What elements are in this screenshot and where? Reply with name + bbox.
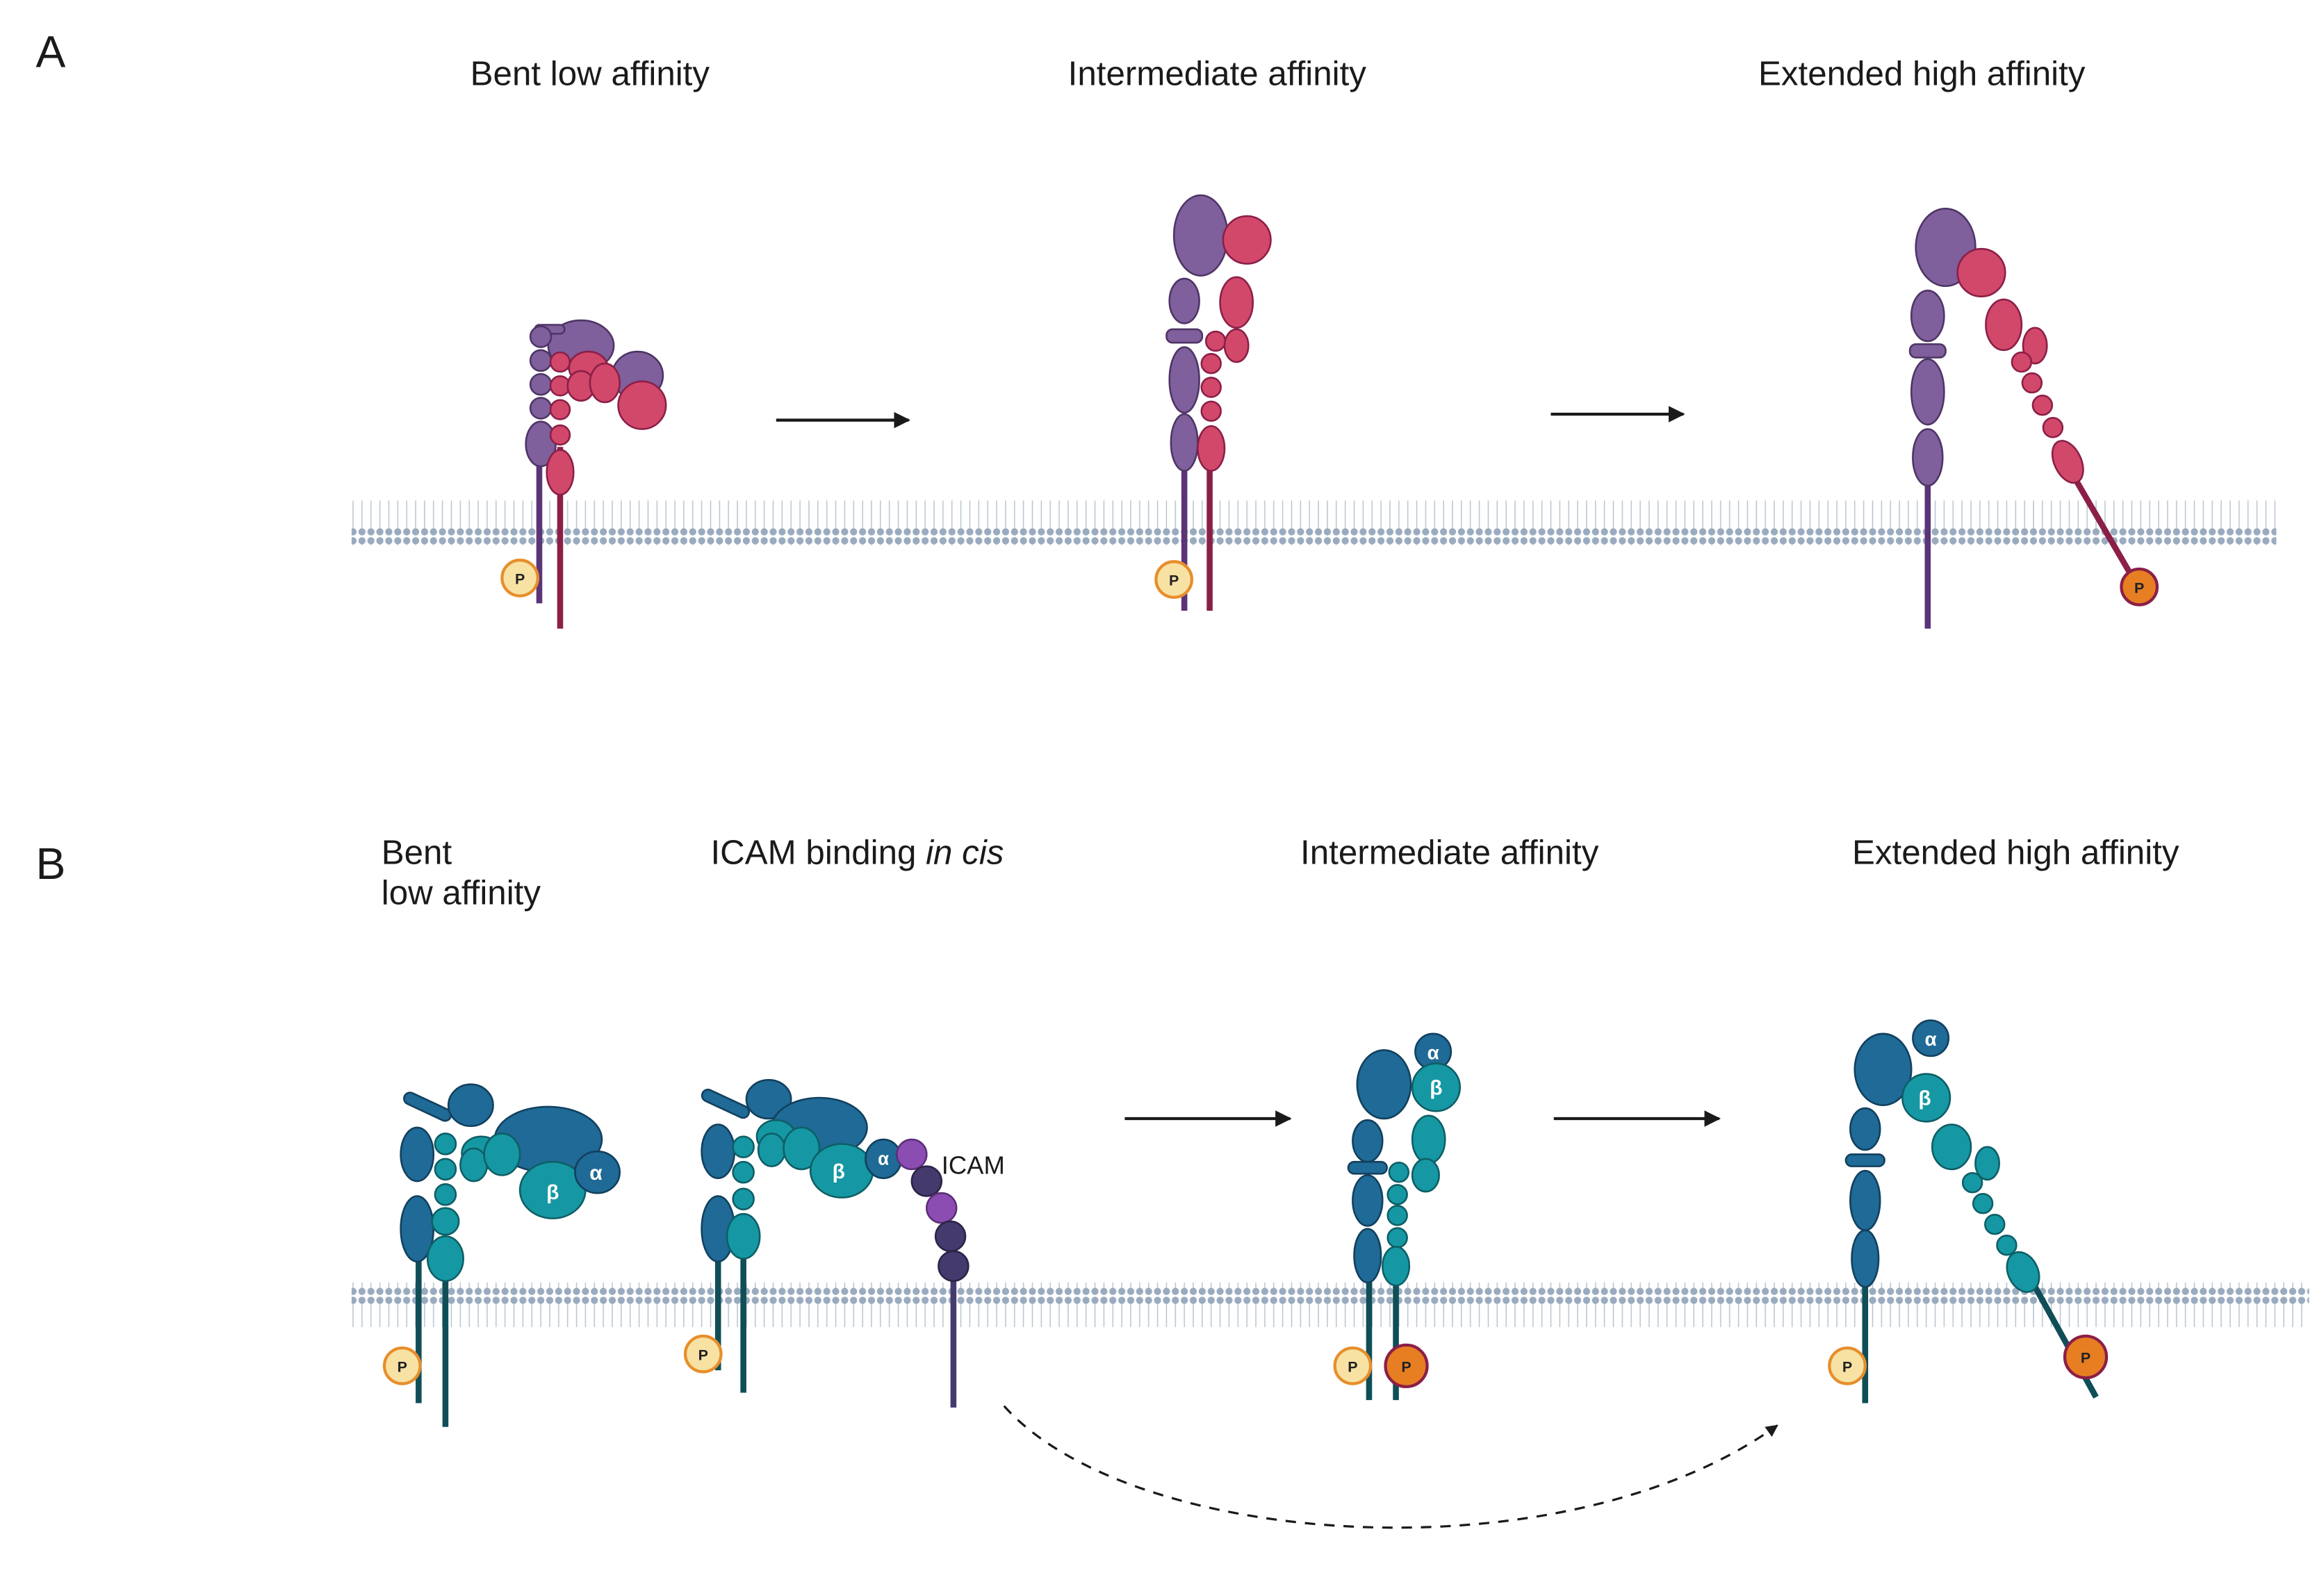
integrin-b-extended: α β (1844, 1019, 2099, 1403)
alpha-subunit-label: α (1925, 1028, 1937, 1050)
panel-a-title-bent: Bent low affinity (470, 54, 710, 92)
integrin-a-intermediate (1165, 194, 1272, 611)
membrane-b (351, 1282, 2309, 1328)
phospho-site-b-extended: P P (1828, 1334, 2109, 1385)
panel-b-title-icam: ICAM binding in cis (710, 833, 1004, 871)
phospho-site-b-bent: P (382, 1346, 422, 1385)
phospho-label: P (1401, 1358, 1411, 1375)
panel-b: B Bent low affinity ICAM binding in cis … (35, 833, 2309, 1529)
panel-b-title-intermediate: Intermediate affinity (1300, 833, 1599, 871)
beta-subunit-label: β (1430, 1077, 1442, 1100)
integrin-b-icam-cis: β α (701, 1079, 903, 1393)
phospho-site-a-bent: P (500, 559, 539, 598)
phospho-site-b-intermediate: P P (1333, 1343, 1429, 1389)
icam-title-italic: in cis (926, 833, 1004, 871)
panel-a: A Bent low affinity Intermediate affinit… (35, 27, 2277, 629)
panel-a-letter: A (35, 27, 65, 77)
panel-b-title-extended: Extended high affinity (1852, 833, 2179, 871)
arrow-b-dashed-bypass (1003, 1405, 1778, 1529)
phospho-label: P (698, 1346, 708, 1363)
alpha-subunit-label: α (1427, 1041, 1439, 1063)
phospho-label: P (515, 570, 525, 587)
alpha-subunit-label: α (589, 1162, 603, 1185)
panel-a-title-intermediate: Intermediate affinity (1068, 54, 1367, 92)
beta-subunit-label: β (546, 1181, 559, 1204)
panel-b-title-bent-line2: low affinity (382, 873, 541, 912)
phospho-label: P (2081, 1350, 2090, 1367)
integrin-a-bent (525, 319, 667, 629)
phospho-label: P (1348, 1358, 1357, 1375)
phospho-label: P (2134, 579, 2144, 596)
phospho-label: P (1169, 573, 1179, 589)
icam-molecule: ICAM (896, 1138, 1005, 1408)
icam-title-prefix: ICAM binding (710, 833, 926, 871)
phospho-site-b-icam: P (683, 1334, 723, 1374)
integrin-b-bent: β α (400, 1083, 621, 1427)
integrin-a-extended (1908, 208, 2139, 629)
phospho-label: P (398, 1358, 407, 1375)
alpha-subunit-label: α (878, 1149, 889, 1169)
icam-label: ICAM (942, 1151, 1005, 1179)
beta-subunit-label: β (833, 1160, 845, 1183)
phospho-site-a-extended: P (2120, 567, 2159, 607)
phospho-label: P (1842, 1358, 1852, 1375)
phospho-site-a-intermediate: P (1154, 560, 1194, 599)
panel-a-title-extended: Extended high affinity (1758, 54, 2086, 92)
beta-subunit-label: β (1918, 1087, 1931, 1110)
membrane-a (351, 500, 2277, 545)
panel-b-title-bent-line1: Bent (382, 833, 452, 871)
panel-b-letter: B (35, 839, 65, 889)
